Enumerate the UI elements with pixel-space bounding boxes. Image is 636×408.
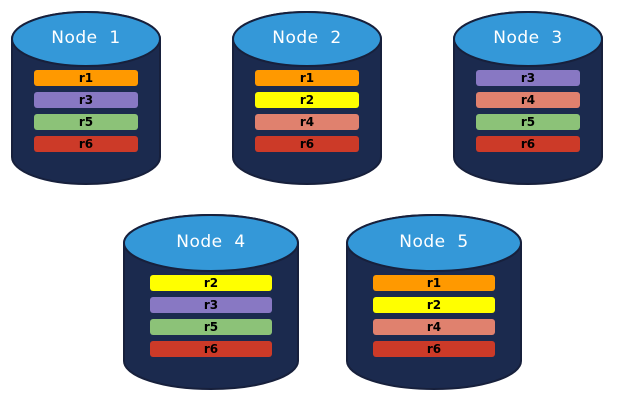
replica-stack: r1 r2 r4 r6	[231, 70, 383, 152]
replica-bar[interactable]: r5	[34, 114, 138, 130]
replica-bar[interactable]: r5	[476, 114, 580, 130]
replica-bar[interactable]: r1	[373, 275, 495, 291]
replica-bar[interactable]: r5	[150, 319, 272, 335]
replica-bar[interactable]: r6	[373, 341, 495, 357]
replica-bar[interactable]: r4	[373, 319, 495, 335]
cylinder-top-cap	[123, 214, 299, 272]
replica-bar[interactable]: r2	[255, 92, 359, 108]
replica-bar[interactable]: r6	[476, 136, 580, 152]
replica-stack: r1 r3 r5 r6	[10, 70, 162, 152]
cylinder-top-cap	[346, 214, 522, 272]
replica-bar[interactable]: r6	[34, 136, 138, 152]
replica-bar[interactable]: r3	[150, 297, 272, 313]
cylinder-top-cap	[11, 11, 161, 67]
replica-stack: r3 r4 r5 r6	[452, 70, 604, 152]
replica-bar[interactable]: r6	[255, 136, 359, 152]
replica-bar[interactable]: r4	[255, 114, 359, 130]
replica-bar[interactable]: r3	[476, 70, 580, 86]
replica-bar[interactable]: r4	[476, 92, 580, 108]
replica-bar[interactable]: r1	[255, 70, 359, 86]
replica-bar[interactable]: r3	[34, 92, 138, 108]
replica-stack: r1 r2 r4 r6	[345, 275, 523, 357]
replica-bar[interactable]: r2	[150, 275, 272, 291]
replica-stack: r2 r3 r5 r6	[122, 275, 300, 357]
cylinder-top-cap	[232, 11, 382, 67]
cylinder-top-cap	[453, 11, 603, 67]
replica-bar[interactable]: r2	[373, 297, 495, 313]
replica-bar[interactable]: r6	[150, 341, 272, 357]
replica-bar[interactable]: r1	[34, 70, 138, 86]
